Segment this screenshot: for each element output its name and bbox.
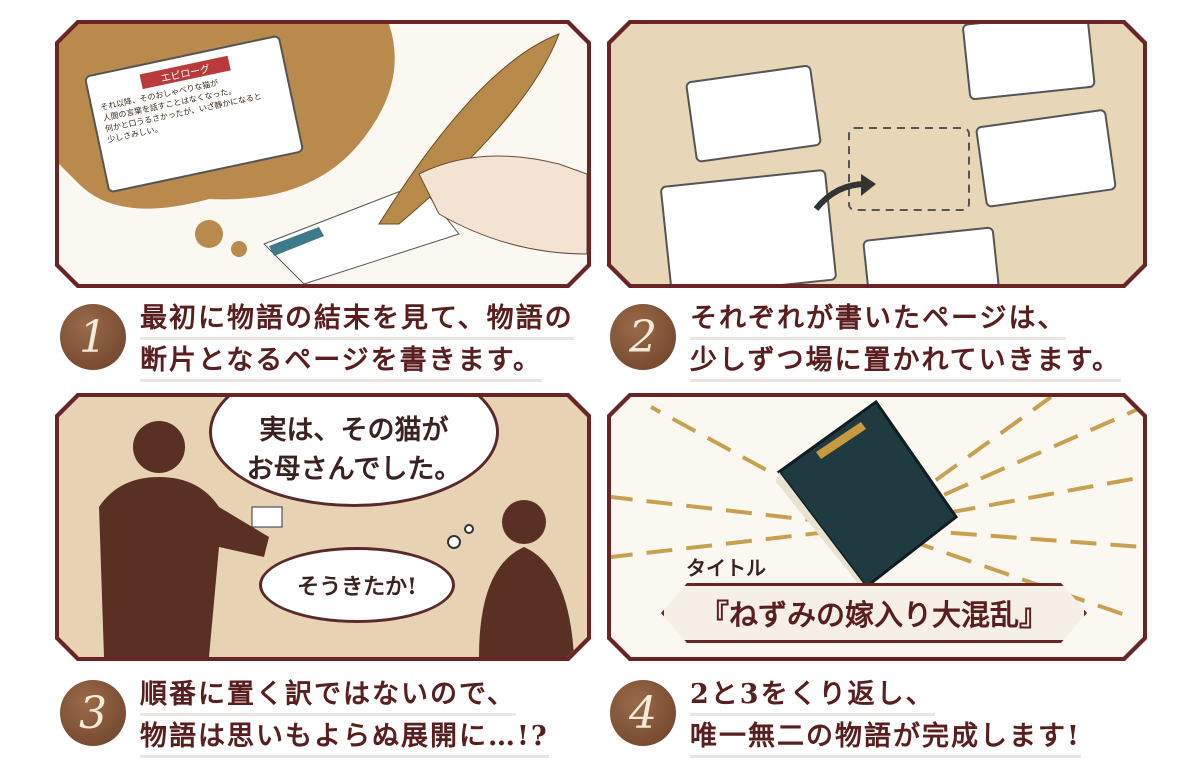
step-3-caption: 3 順番に置く訳ではないので、 物語は思いもよらぬ展開に…!?	[60, 672, 600, 758]
cards-illustration	[611, 24, 1143, 284]
panel-3-reveal: 実は、その猫が お母さんでした。 そうきたか!	[55, 393, 591, 661]
book-illustration	[611, 397, 1143, 657]
story-title: 『ねずみの嫁入り大混乱』	[699, 598, 1048, 632]
step-3-line-1: 順番に置く訳ではないので、	[140, 672, 516, 716]
panel-1-write-ending: エピローグ それ以降、そのおしゃべりな猫が 人間の言葉を話すことはなくなった。 …	[55, 20, 591, 288]
step-2-line-2: 少しずつ場に置かれていきます。	[690, 338, 1121, 382]
thought-text: そうきたか!	[297, 574, 417, 600]
step-3-line-2: 物語は思いもよらぬ展開に…!?	[140, 714, 549, 758]
step-4-line-2: 唯一無二の物語が完成します!	[690, 714, 1081, 758]
step-number-seal: 1	[60, 304, 126, 370]
panel-4-title: タイトル 『ねずみの嫁入り大混乱』	[607, 393, 1147, 661]
step-1-line-1: 最初に物語の結末を見て、物語の	[140, 296, 574, 340]
speech-line-2: お母さんでした。	[246, 454, 462, 485]
step-1-line-2: 断片となるページを書きます。	[140, 338, 542, 382]
step-2-caption: 2 それぞれが書いたページは、 少しずつ場に置かれていきます。	[610, 296, 1150, 382]
thought-bubble: そうきたか!	[259, 547, 455, 623]
story-title-ribbon: 『ねずみの嫁入り大混乱』	[661, 583, 1087, 643]
step-number-seal: 3	[60, 680, 126, 746]
step-2-line-1: それぞれが書いたページは、	[690, 296, 1067, 340]
title-label: タイトル	[686, 556, 766, 580]
step-number-seal: 4	[610, 680, 676, 746]
step-4-line-1: 2と3をくり返し、	[690, 672, 935, 716]
step-4-caption: 4 2と3をくり返し、 唯一無二の物語が完成します!	[610, 672, 1150, 758]
step-1-caption: 1 最初に物語の結末を見て、物語の 断片となるページを書きます。	[60, 296, 600, 382]
people-silhouettes	[59, 397, 587, 657]
step-number-seal: 2	[610, 304, 676, 370]
panel-2-place-pages	[607, 20, 1147, 288]
speech-line-1: 実は、その猫が	[259, 415, 449, 446]
